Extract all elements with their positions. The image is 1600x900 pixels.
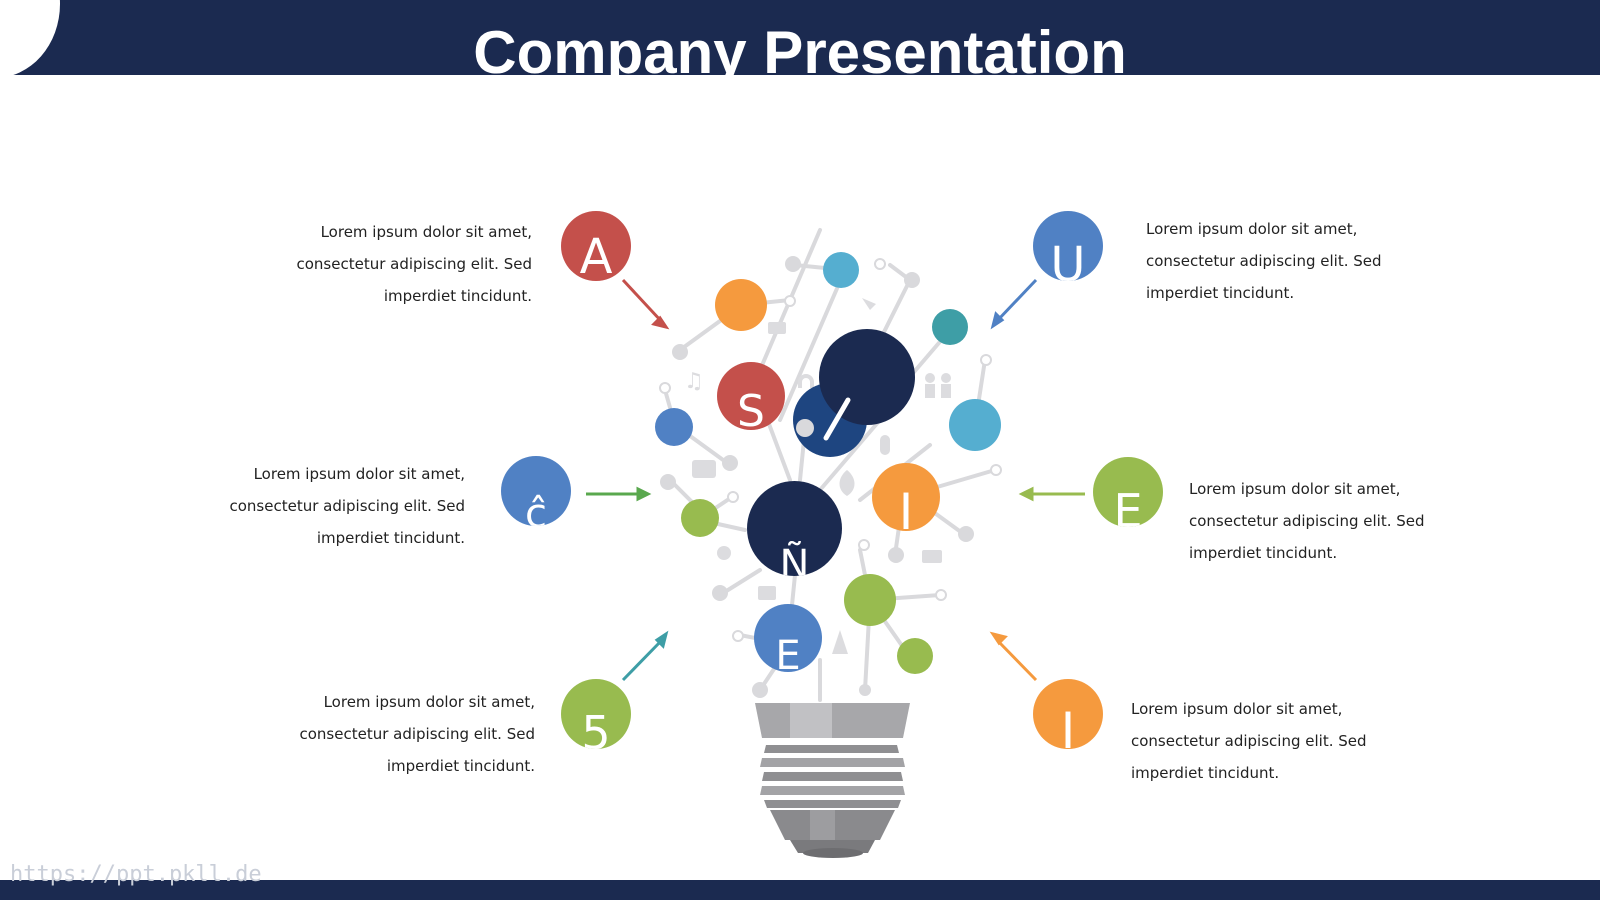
callout-badge-i: I bbox=[1033, 679, 1103, 749]
callout-line: imperdiet tincidunt. bbox=[386, 757, 535, 775]
bulb-node-letter: Ñ bbox=[779, 542, 810, 576]
callout-badge-letter: ĉ bbox=[525, 491, 547, 526]
callout-line: Lorem ipsum dolor sit amet, bbox=[1131, 700, 1343, 718]
callout-line: consectetur adipiscing elit. Sed bbox=[1131, 732, 1367, 750]
callout-text-top-left: Lorem ipsum dolor sit amet, consectetur … bbox=[292, 216, 532, 312]
callout-line: Lorem ipsum dolor sit amet, bbox=[320, 223, 532, 241]
bulb-color-nodes bbox=[655, 252, 1001, 674]
callout-text-middle-left: Lorem ipsum dolor sit amet, consectetur … bbox=[225, 458, 465, 554]
decorative-icons: ♫ bbox=[684, 298, 951, 654]
bulb-node-letter: E bbox=[775, 633, 801, 672]
bulb-base bbox=[755, 703, 910, 858]
callout-line: imperdiet tincidunt. bbox=[1146, 284, 1295, 302]
bulb-node-e: E bbox=[754, 604, 822, 672]
callout-line: consectetur adipiscing elit. Sed bbox=[1189, 512, 1425, 530]
callout-line: imperdiet tincidunt. bbox=[1131, 764, 1280, 782]
callout-line: Lorem ipsum dolor sit amet, bbox=[323, 693, 535, 711]
callout-badge-letter: 5 bbox=[581, 706, 611, 749]
pointer-arrows bbox=[586, 278, 1085, 682]
watermark-url: https://ppt.pkll.de bbox=[10, 862, 262, 887]
callout-line: imperdiet tincidunt. bbox=[1189, 544, 1338, 562]
bulb-node-letter: S bbox=[737, 386, 765, 431]
callout-line: Lorem ipsum dolor sit amet, bbox=[253, 465, 465, 483]
callout-badge-5: 5 bbox=[561, 679, 631, 749]
bulb-node-i: I bbox=[872, 463, 940, 531]
callout-badge-letter: A bbox=[579, 229, 613, 281]
callout-text-bottom-left: Lorem ipsum dolor sit amet, consectetur … bbox=[295, 686, 535, 782]
callout-badge-a: A bbox=[561, 211, 631, 281]
bulb-node-letter: I bbox=[898, 483, 914, 531]
callout-badge-letter: I bbox=[1060, 702, 1076, 749]
callout-text-top-right: Lorem ipsum dolor sit amet, consectetur … bbox=[1146, 213, 1386, 309]
footer-bar bbox=[0, 880, 1600, 900]
callout-badge-e: E bbox=[1093, 457, 1163, 527]
callout-line: consectetur adipiscing elit. Sed bbox=[1146, 252, 1382, 270]
title-bar: Company Presentation bbox=[0, 0, 1600, 75]
callout-badge-u: U bbox=[1033, 211, 1103, 281]
callout-line: imperdiet tincidunt. bbox=[383, 287, 532, 305]
callout-line: imperdiet tincidunt. bbox=[316, 529, 465, 547]
callout-text-bottom-right: Lorem ipsum dolor sit amet, consectetur … bbox=[1131, 693, 1371, 789]
callout-badge-letter: U bbox=[1050, 237, 1086, 281]
callout-line: consectetur adipiscing elit. Sed bbox=[299, 725, 535, 743]
callout-badge-letter: E bbox=[1113, 484, 1143, 527]
callout-badge-c: ĉ bbox=[501, 456, 571, 526]
callout-line: Lorem ipsum dolor sit amet, bbox=[1146, 220, 1358, 238]
page-title: Company Presentation bbox=[473, 19, 1127, 75]
network-ring-nodes bbox=[659, 258, 1002, 642]
callout-line: consectetur adipiscing elit. Sed bbox=[229, 497, 465, 515]
callout-text-middle-right: Lorem ipsum dolor sit amet, consectetur … bbox=[1189, 473, 1429, 569]
bulb-node-s: S bbox=[717, 362, 785, 430]
callout-line: consectetur adipiscing elit. Sed bbox=[296, 255, 532, 273]
callout-line: Lorem ipsum dolor sit amet, bbox=[1189, 480, 1401, 498]
bulb-node-n: Ñ bbox=[747, 481, 842, 576]
svg-text:♫: ♫ bbox=[684, 369, 704, 394]
